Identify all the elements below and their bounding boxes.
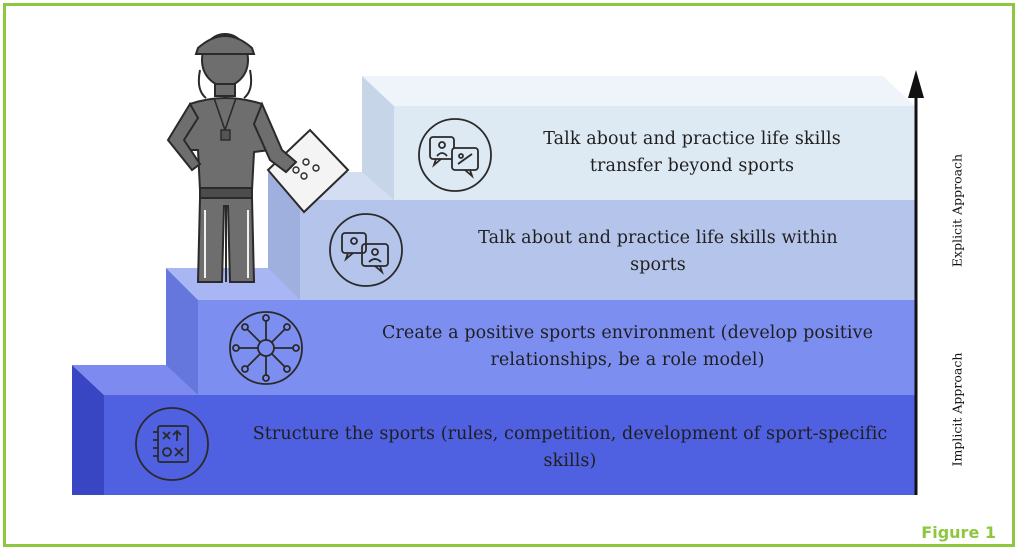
step-2-text: Create a positive sports environment (de… bbox=[381, 323, 874, 370]
team-hands-icon bbox=[229, 311, 303, 385]
step-1-block bbox=[72, 365, 915, 495]
step-4-block bbox=[362, 76, 915, 200]
step-1-text: Structure the sports (rules, competition… bbox=[252, 424, 888, 471]
step-2-block bbox=[166, 268, 915, 395]
explicit-approach-label: Explicit Approach bbox=[949, 153, 965, 268]
step-4-text: Talk about and practice life skills tran… bbox=[543, 129, 841, 176]
step-3-text: Talk about and practice life skills with… bbox=[478, 228, 838, 275]
figure-frame bbox=[3, 3, 1015, 547]
approach-arrow bbox=[908, 70, 924, 495]
step-3-block bbox=[268, 172, 915, 300]
discussion-icon bbox=[329, 213, 403, 287]
figure-label: Figure 1 bbox=[921, 523, 996, 542]
clipboard-icon bbox=[266, 128, 350, 214]
transfer-discussion-icon bbox=[418, 118, 492, 192]
implicit-approach-label: Implicit Approach bbox=[949, 352, 965, 467]
strategy-board-icon bbox=[135, 407, 209, 481]
coach-figure bbox=[166, 33, 350, 283]
